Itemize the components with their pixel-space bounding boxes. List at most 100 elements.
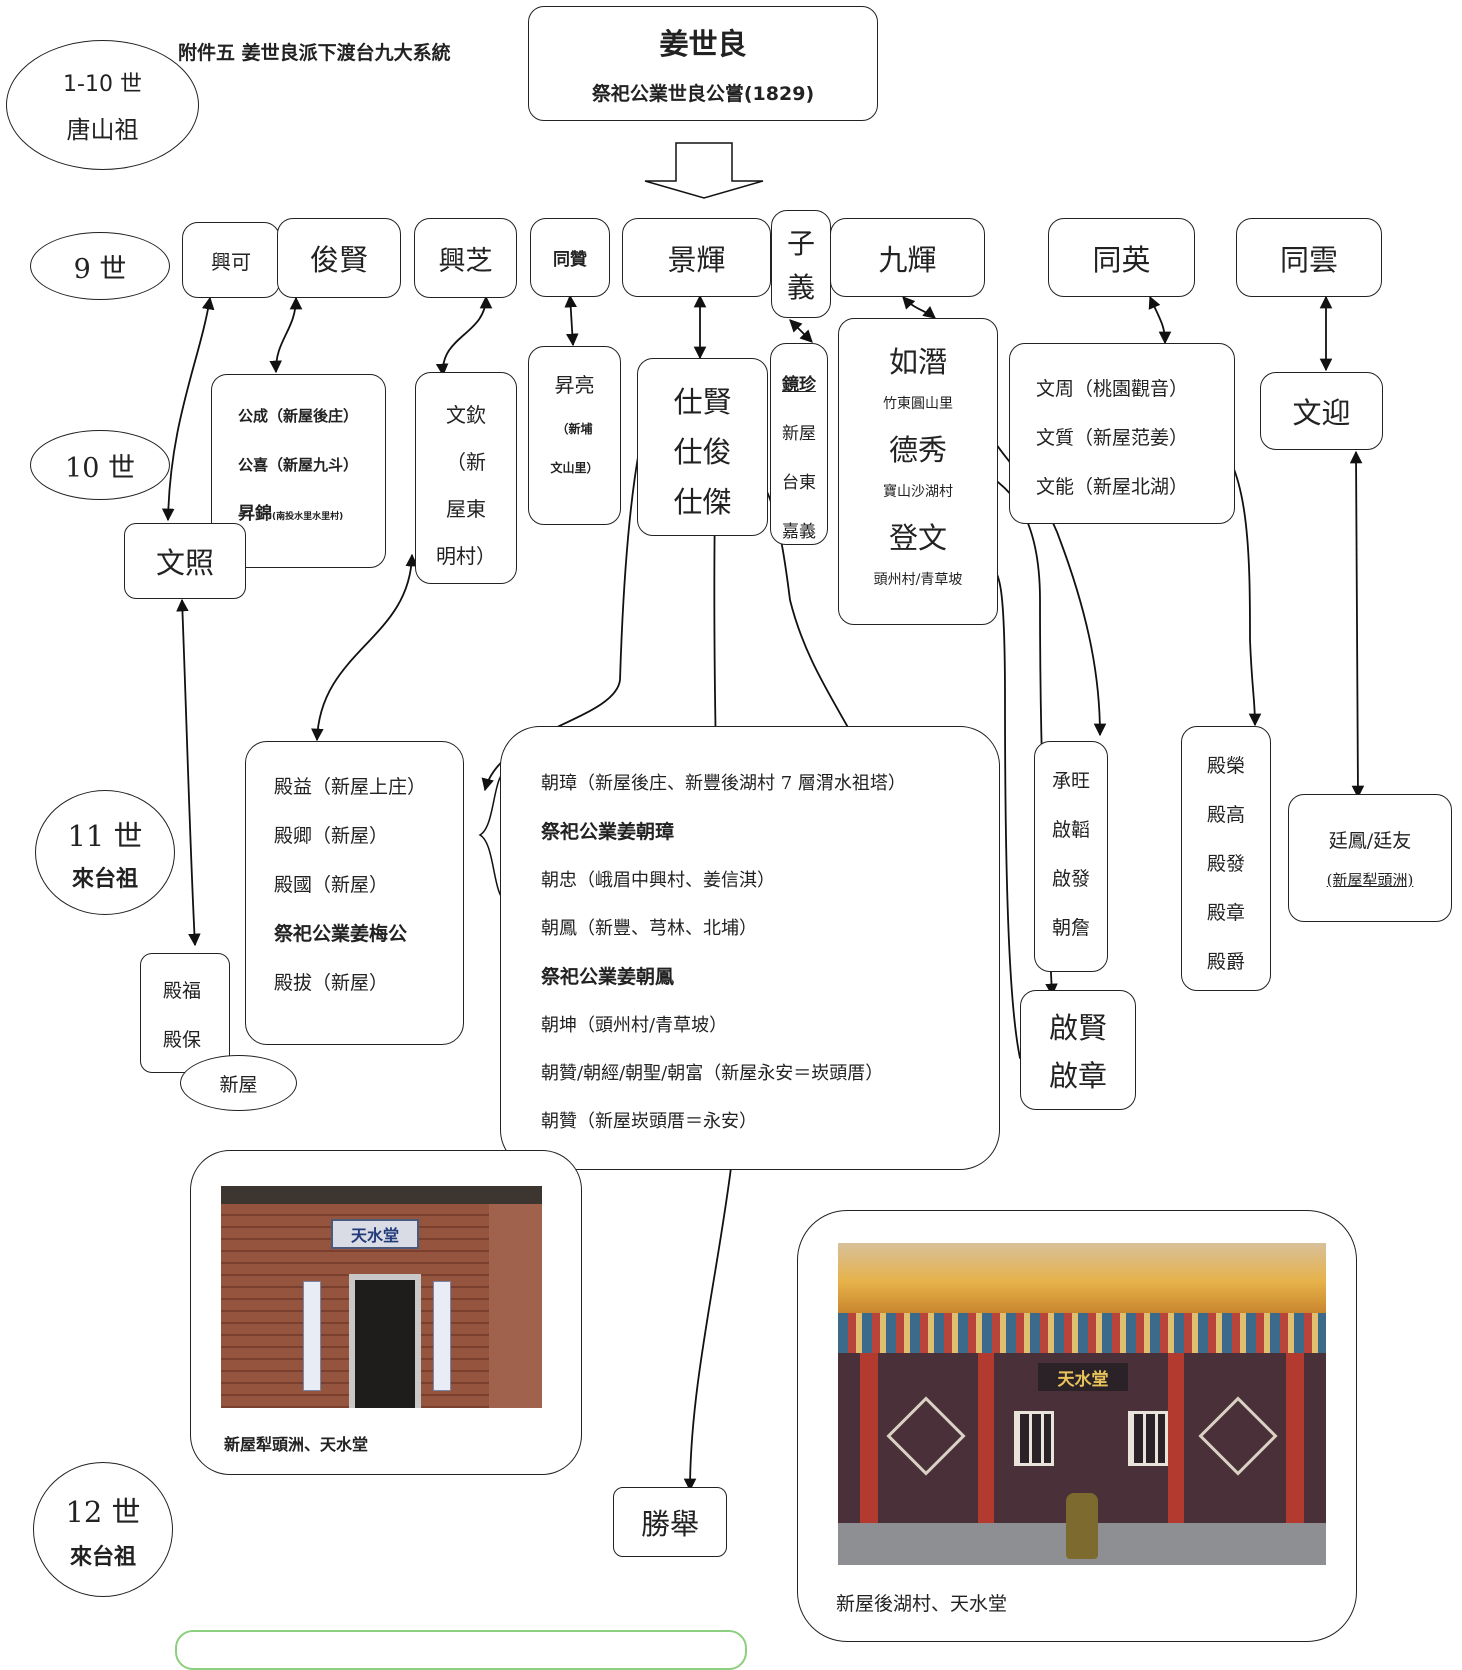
node-label: 啟韜 — [1051, 819, 1090, 841]
generation-sublabel: 來台祖 — [69, 1544, 136, 1570]
node-jingzhen: 鏡珍 新屋 台東 嘉義 — [770, 343, 828, 545]
node-dianrong: 殿榮 殿高 殿發 殿章 殿爵 — [1181, 726, 1271, 991]
photo-frame-litouzhou: 天水堂 新屋犁頭洲、天水堂 — [190, 1150, 582, 1475]
node-ziyi: 子 義 — [771, 210, 831, 318]
node-label: 文能（新屋北湖） — [1036, 476, 1189, 498]
ancestor-sub: 祭祀公業世良公嘗(1829) — [591, 83, 815, 105]
node-label: 寶山沙湖村 — [883, 484, 953, 500]
node-chaozhang: 朝璋（新屋後庄、新豐後湖村 7 層渭水祖塔） 祭祀公業姜朝璋 朝忠（峨眉中興村、… — [500, 726, 1000, 1170]
node-label-note: (南投水里水里村) — [272, 512, 344, 522]
node-shixian: 仕賢 仕俊 仕傑 — [637, 358, 768, 536]
node-jinghui: 景輝 — [622, 218, 771, 297]
node-label: 俊賢 — [309, 243, 368, 277]
node-label: 景輝 — [667, 242, 726, 277]
node-label: 如潛 — [888, 345, 947, 379]
generation-label: 1-10 世 — [63, 71, 142, 97]
node-label: 台東 — [782, 473, 816, 493]
node-label: 鏡珍 — [782, 375, 816, 395]
node-label: 祭祀公業姜朝璋 — [541, 821, 675, 843]
node-label: 同贊 — [553, 250, 587, 270]
node-xingzhi: 興芝 — [414, 218, 517, 298]
node-label: 九輝 — [878, 242, 937, 277]
node-xinwu: 新屋 — [180, 1055, 297, 1111]
node-label: 頭州村/青草坡 — [873, 572, 963, 588]
ancestor-box: 姜世良 祭祀公業世良公嘗(1829) — [528, 6, 878, 121]
node-dianyi: 殿益（新屋上庄） 殿卿（新屋） 殿國（新屋） 祭祀公業姜梅公 殿拔（新屋） — [245, 741, 464, 1045]
node-label: 嘉義 — [782, 522, 816, 542]
node-label: 祭祀公業姜梅公 — [274, 923, 408, 945]
node-label: 朝坤（頭州村/青草坡） — [541, 1015, 728, 1036]
node-label: 新屋 — [219, 1073, 258, 1096]
generation-sublabel: 來台祖 — [71, 866, 138, 892]
ancestor-name: 姜世良 — [659, 27, 747, 61]
plaque-right: 天水堂 — [1038, 1363, 1128, 1391]
door — [349, 1274, 421, 1408]
node-label: 殿保 — [163, 1029, 202, 1051]
node-label: 竹東圓山里 — [883, 396, 953, 412]
node-label: 文周（桃園觀音） — [1036, 378, 1189, 400]
node-label: 公喜（新屋九斗） — [238, 456, 359, 474]
node-label: 殿章 — [1206, 902, 1245, 924]
node-qixian: 啟賢 啟章 — [1020, 990, 1136, 1110]
tianshuitang-photo-left: 天水堂 — [221, 1186, 542, 1408]
node-ruqian: 如潛 竹東圓山里 德秀 寶山沙湖村 登文 頭州村/青草坡 — [838, 318, 998, 625]
node-label: 殿高 — [1206, 804, 1245, 826]
node-xingke: 興可 — [182, 222, 280, 298]
node-tongyun: 同雲 — [1236, 218, 1382, 297]
incense-burner — [1066, 1493, 1098, 1559]
node-label: 殿卿（新屋） — [274, 825, 389, 847]
node-tingfeng: 廷鳳/廷友 (新屋犁頭洲) — [1288, 794, 1452, 922]
node-label: 朝贊（新屋崁頭厝＝永安） — [541, 1111, 757, 1132]
node-label: 殿國（新屋） — [274, 874, 389, 896]
generation-label: 11 世 — [67, 818, 143, 853]
node-label: 殿發 — [1206, 853, 1245, 875]
generation-9-oval: 9 世 — [30, 232, 170, 300]
node-label: 公成（新屋後庄） — [238, 407, 359, 425]
node-label: 文迎 — [1292, 396, 1351, 430]
lattice-window-left — [1014, 1411, 1054, 1466]
bottom-note-frame — [175, 1630, 747, 1670]
generation-label: 10 世 — [65, 452, 135, 484]
node-label: 殿拔（新屋） — [274, 972, 389, 994]
node-tongzan: 同贊 — [530, 218, 610, 297]
node-label: 明村） — [436, 544, 496, 568]
node-label: 義 — [786, 271, 815, 304]
node-label: 朝忠（峨眉中興村、姜信淇） — [541, 870, 775, 891]
generation-11-oval: 11 世 來台祖 — [35, 790, 175, 915]
tianshuitang-photo-right: 天水堂 — [838, 1243, 1326, 1565]
node-junxian: 俊賢 — [277, 218, 401, 298]
plaque-left: 天水堂 — [331, 1219, 419, 1249]
photo-caption-right: 新屋後湖村、天水堂 — [836, 1593, 1008, 1615]
node-label: （新埔 — [556, 422, 593, 436]
node-label: 子 — [786, 227, 815, 260]
node-label: 仕俊 — [673, 435, 732, 469]
node-label: 登文 — [888, 521, 947, 555]
node-label: (新屋犁頭洲) — [1326, 871, 1414, 889]
node-label: 文質（新屋范姜） — [1036, 427, 1189, 449]
node-label: 文山里） — [550, 461, 599, 475]
node-label: 啟章 — [1048, 1059, 1107, 1093]
node-label: 仕賢 — [673, 385, 732, 419]
node-label: 德秀 — [888, 433, 947, 467]
node-wenying: 文迎 — [1260, 372, 1383, 450]
node-chengwang: 承旺 啟韜 啟發 朝詹 — [1034, 741, 1108, 972]
node-label: 殿福 — [163, 980, 202, 1002]
photo-frame-houhu: 天水堂 新屋後湖村、天水堂 — [797, 1210, 1357, 1642]
generation-12-oval: 12 世 來台祖 — [33, 1462, 173, 1597]
node-wenzhou: 文周（桃園觀音） 文質（新屋范姜） 文能（新屋北湖） — [1009, 343, 1235, 524]
node-label: 仕傑 — [673, 485, 732, 519]
node-label: 新屋 — [782, 424, 816, 444]
generation-label: 12 世 — [65, 1494, 141, 1529]
node-label: 啟賢 — [1048, 1011, 1107, 1045]
generation-label: 9 世 — [73, 253, 127, 285]
generation-1-10-oval: 1-10 世 唐山祖 — [6, 40, 199, 170]
roof — [838, 1243, 1326, 1313]
node-dianfu: 殿福 殿保 — [140, 953, 230, 1073]
node-label: 昇亮 — [554, 373, 595, 397]
node-label: 同英 — [1092, 242, 1151, 277]
photo-caption-left: 新屋犁頭洲、天水堂 — [224, 1435, 369, 1454]
node-label: 朝鳳（新豐、芎林、北埔） — [541, 918, 757, 939]
node-label: 文欽 — [446, 403, 486, 427]
node-shengliang: 昇亮 （新埔 文山里） — [528, 346, 621, 525]
node-tongying: 同英 — [1048, 218, 1195, 297]
